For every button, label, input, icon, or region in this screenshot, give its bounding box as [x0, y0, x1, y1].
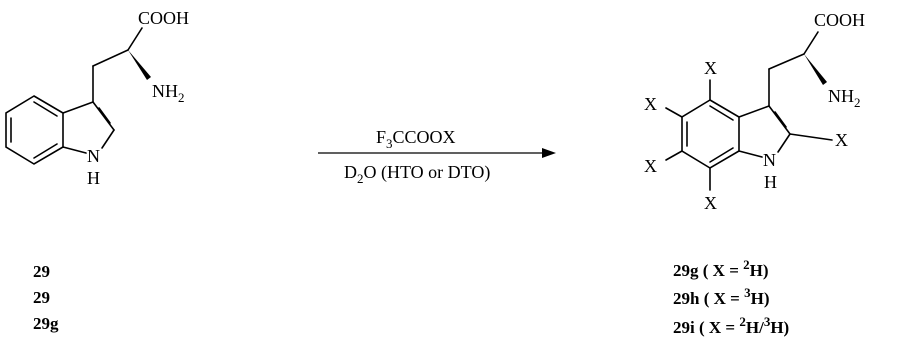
product-x-label: X [704, 193, 717, 213]
reactant-c2-double-bond [98, 107, 111, 124]
product-benzene-double-bond [709, 147, 734, 163]
product-wedge-bond [804, 54, 827, 85]
reactant-benzene-double-bond [33, 101, 58, 117]
product-ring-n-label: N [763, 150, 776, 170]
reactant-benzene-ring [5, 95, 64, 165]
product-c2-n-bond [777, 133, 791, 153]
product-nh2-label: NH2 [828, 86, 861, 110]
reactant-label: 29g [33, 314, 59, 333]
reaction-arrow [318, 148, 556, 158]
reactant-ring-h-label: H [87, 168, 100, 188]
product-label-29g: 29g ( X = 2H) [673, 257, 769, 280]
reagent-top-label: F3CCOOX [376, 127, 456, 151]
product-cooh-label: COOH [814, 10, 865, 30]
reactant-n-c7a-bond [62, 146, 87, 154]
product-x-label: X [644, 94, 657, 114]
product-c3a-c3-bond [738, 105, 770, 118]
product-x-bond [789, 133, 833, 141]
reactant-structure: COOH NH2 N H [5, 8, 189, 188]
product-label-29i: 29i ( X = 2H/3H) [673, 314, 789, 337]
product-c2-double-bond [774, 111, 787, 128]
reactant-label: 29 [33, 262, 50, 281]
product-x-label: X [644, 156, 657, 176]
reagent-bottom-label: D2O (HTO or DTO) [344, 162, 490, 186]
reactant-cooh-label: COOH [138, 8, 189, 28]
reactant-c3-c2-bond [92, 101, 115, 131]
product-ch2-calpha-bond [768, 53, 805, 70]
product-ring-h-label: H [764, 172, 777, 192]
reactant-calpha-cooh-bond [127, 27, 143, 51]
product-x-label: X [835, 130, 848, 150]
reactant-c2-n-bond [101, 129, 115, 149]
product-label-29h: 29h ( X = 3H) [673, 285, 770, 308]
product-n-c7a-bond [738, 150, 763, 158]
product-structure: COOH NH2 N H X X X X X [644, 10, 865, 213]
product-x-bond [665, 150, 683, 161]
product-x-label: X [704, 58, 717, 78]
product-benzene-double-bond [709, 105, 734, 121]
reactant-ring-n-label: N [87, 146, 100, 166]
product-x-bond [665, 107, 683, 118]
reactant-ch2-calpha-bond [92, 49, 129, 67]
reactant-benzene-double-bond [33, 143, 58, 159]
reactant-wedge-bond [128, 50, 151, 80]
product-calpha-cooh-bond [803, 31, 819, 55]
product-c3-c2-bond [768, 105, 791, 135]
product-benzene-ring [681, 99, 740, 169]
reactant-c3a-c3-bond [62, 101, 94, 114]
reactant-label: 29 [33, 288, 50, 307]
reactant-nh2-label: NH2 [152, 81, 185, 105]
